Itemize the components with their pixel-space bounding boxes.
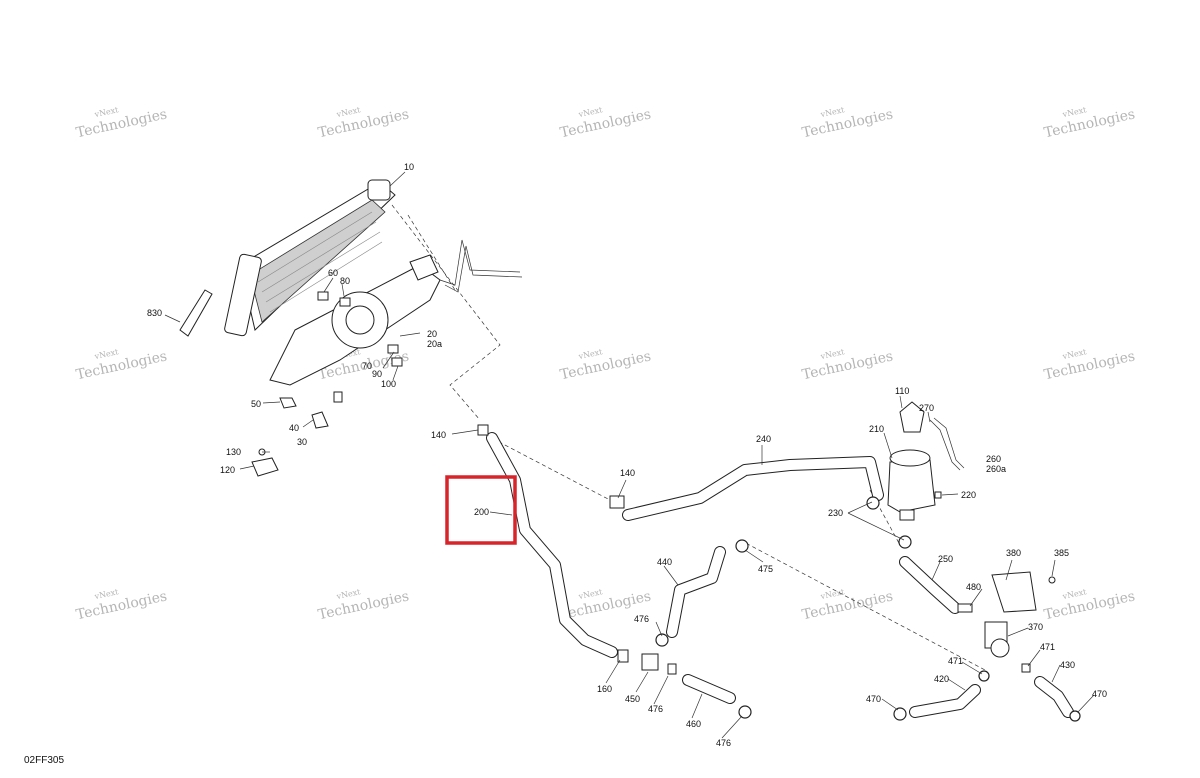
- callout-160: 160: [597, 684, 612, 694]
- diagram-code: 02FF305: [24, 755, 64, 766]
- watermark-line2: Technologies: [1043, 348, 1137, 383]
- callout-10: 10: [404, 162, 414, 172]
- callout-70: 70: [362, 361, 372, 371]
- callout-270: 270: [919, 403, 934, 413]
- watermark-line2: Technologies: [801, 348, 895, 383]
- callout-830: 830: [147, 308, 162, 318]
- watermark-line2: Technologies: [317, 588, 411, 623]
- callout-260: 260: [986, 454, 1001, 464]
- callout-460: 460: [686, 719, 701, 729]
- callout-476: 476: [634, 614, 649, 624]
- callout-430: 430: [1060, 660, 1075, 670]
- callout-380: 380: [1006, 548, 1021, 558]
- callout-130: 130: [226, 447, 241, 457]
- callout-471: 471: [948, 656, 963, 666]
- clamps-and-fittings: [477, 424, 1081, 722]
- callout-420: 420: [934, 674, 949, 684]
- watermark-line2: Technologies: [1043, 588, 1137, 623]
- watermark-line2: Technologies: [317, 106, 411, 141]
- callout-90: 90: [372, 369, 382, 379]
- callout-471: 471: [1040, 642, 1055, 652]
- callout-100: 100: [381, 379, 396, 389]
- watermark-line2: Technologies: [1043, 106, 1137, 141]
- watermark-line2: Technologies: [559, 106, 653, 141]
- radiator-assembly: [179, 179, 523, 477]
- callout-260a: 260a: [986, 464, 1006, 474]
- watermark-line2: Technologies: [559, 348, 653, 383]
- assembly-dashed-lines: [391, 204, 986, 671]
- callout-230: 230: [828, 508, 843, 518]
- watermark-line2: Technologies: [75, 588, 169, 623]
- callout-140: 140: [620, 468, 635, 478]
- callout-40: 40: [289, 423, 299, 433]
- highlight-box: [445, 475, 517, 545]
- callout-220: 220: [961, 490, 976, 500]
- callout-470: 470: [1092, 689, 1107, 699]
- watermark-line2: Technologies: [801, 106, 895, 141]
- callout-20: 20: [427, 329, 437, 339]
- callout-110: 110: [895, 386, 909, 396]
- callout-476: 476: [648, 704, 663, 714]
- callout-440: 440: [657, 557, 672, 567]
- callout-210: 210: [869, 424, 884, 434]
- callout-80: 80: [340, 276, 350, 286]
- callout-50: 50: [251, 399, 261, 409]
- callout-370: 370: [1028, 622, 1043, 632]
- callout-30: 30: [297, 437, 307, 447]
- callout-475: 475: [758, 564, 773, 574]
- callout-120: 120: [220, 465, 235, 475]
- callout-480: 480: [966, 582, 981, 592]
- callout-20a: 20a: [427, 339, 442, 349]
- callout-140: 140: [431, 430, 446, 440]
- watermark-line2: Technologies: [75, 348, 169, 383]
- hoses: [486, 432, 1074, 718]
- callout-60: 60: [328, 268, 338, 278]
- callout-highlighted: 200: [474, 507, 489, 517]
- coolant-reservoir: [887, 401, 965, 521]
- callout-470: 470: [866, 694, 881, 704]
- callout-250: 250: [938, 554, 953, 564]
- callout-450: 450: [625, 694, 640, 704]
- callout-385: 385: [1054, 548, 1069, 558]
- callout-240: 240: [756, 434, 771, 444]
- watermark-line2: Technologies: [801, 588, 895, 623]
- watermark-line2: Technologies: [75, 106, 169, 141]
- callout-476: 476: [716, 738, 731, 748]
- leader-lines: [164, 171, 1095, 739]
